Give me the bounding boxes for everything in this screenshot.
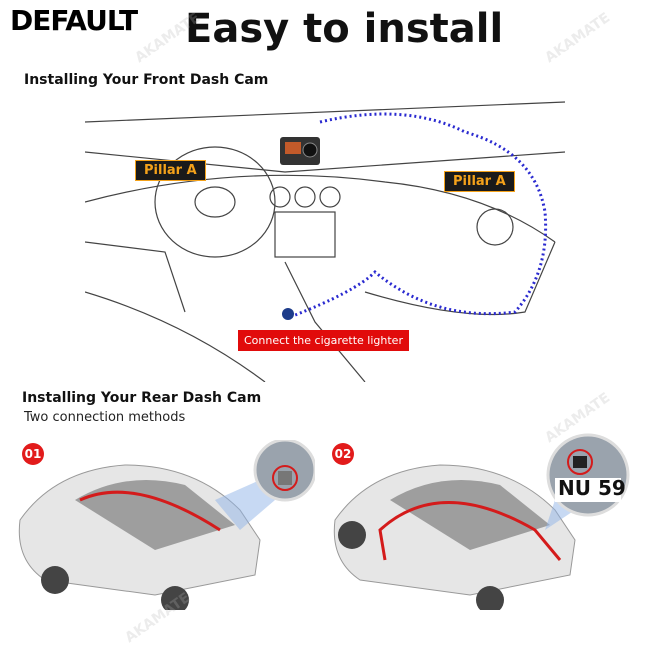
method-1-badge: 01 bbox=[22, 443, 44, 465]
car-interior-illustration bbox=[85, 101, 565, 382]
cigarette-lighter-label: Connect the cigarette lighter bbox=[238, 330, 409, 351]
car-method-2-illustration bbox=[333, 433, 630, 610]
rear-heading: Installing Your Rear Dash Cam bbox=[22, 390, 262, 406]
pillar-a-left-label: Pillar A bbox=[135, 160, 206, 181]
camera-closeup-2 bbox=[546, 433, 630, 517]
page-title: Easy to install bbox=[185, 6, 504, 52]
method-2-badge: 02 bbox=[332, 443, 354, 465]
default-label: DEFAULT bbox=[10, 4, 138, 37]
pillar-a-right-label: Pillar A bbox=[444, 171, 515, 192]
license-plate-text: NU 59 bbox=[558, 476, 626, 500]
cigarette-lighter-port bbox=[282, 308, 294, 320]
rear-subheading: Two connection methods bbox=[24, 410, 186, 425]
front-heading: Installing Your Front Dash Cam bbox=[24, 72, 269, 88]
camera-closeup-1 bbox=[253, 440, 315, 502]
watermark: AKAMATE bbox=[542, 9, 614, 67]
car-method-1-illustration bbox=[18, 440, 315, 610]
cable-route bbox=[289, 112, 548, 319]
